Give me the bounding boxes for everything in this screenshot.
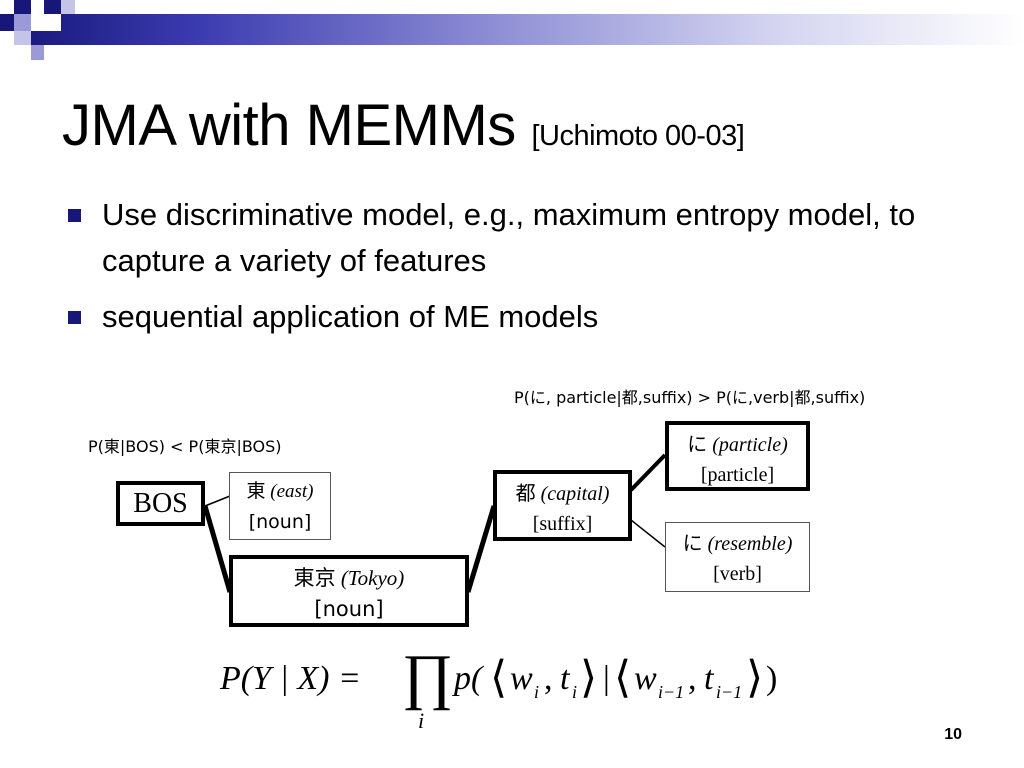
node-resemble-gloss: (resemble)	[707, 533, 793, 555]
header-square	[14, 14, 31, 31]
node-east-word: 東	[246, 480, 266, 502]
probability-label-tokyo: P(東|BOS) < P(東京|BOS)	[88, 437, 282, 456]
edge-bos-tokyo	[202, 505, 233, 593]
node-east: 東 (east) [noun]	[229, 472, 331, 540]
right-angle-icon: ⟩	[746, 653, 764, 702]
node-resemble-pos: [verb]	[713, 563, 762, 585]
bullet-item: Use discriminative model, e.g., maximum …	[66, 192, 966, 284]
node-east-pos: [noun]	[248, 511, 312, 533]
title-citation: [Uchimoto 00-03]	[531, 120, 745, 152]
left-angle-icon: ⟨	[490, 653, 508, 702]
header-square	[0, 14, 14, 31]
formula-lhs: P(Y | X) =	[220, 660, 361, 697]
header-square	[14, 0, 31, 17]
header-square	[31, 45, 44, 60]
sub-i: i	[534, 682, 540, 702]
sub-i-minus-1: i−1	[716, 682, 743, 702]
node-particle: に (particle) [particle]	[665, 421, 810, 491]
node-tokyo: 東京 (Tokyo) [noun]	[229, 555, 469, 627]
edge-capital-particle	[629, 453, 667, 492]
bullet-list: Use discriminative model, e.g., maximum …	[66, 192, 966, 340]
header-square	[44, 0, 61, 17]
var-w: w	[510, 660, 533, 697]
edge-capital-resemble	[630, 519, 666, 548]
header-square	[61, 0, 75, 14]
node-tokyo-pos: [noun]	[314, 597, 384, 621]
page-number: 10	[944, 726, 962, 743]
node-bos: BOS	[116, 481, 205, 526]
product-index: i	[418, 708, 425, 733]
node-capital: 都 (capital) [suffix]	[493, 470, 632, 541]
slide-title: JMA with MEMMs [Uchimoto 00-03]	[62, 92, 745, 159]
bar: |	[603, 660, 610, 697]
var-t: t	[704, 660, 714, 697]
right-angle-icon: ⟩	[580, 653, 598, 702]
var-w: w	[634, 660, 657, 697]
sub-i-minus-1: i−1	[658, 682, 685, 702]
square-bullet-icon	[68, 209, 81, 222]
node-particle-word: に	[687, 432, 708, 456]
bullet-text: Use discriminative model, e.g., maximum …	[102, 197, 916, 278]
node-particle-gloss: (particle)	[712, 434, 788, 456]
bullet-text: sequential application of ME models	[102, 299, 599, 334]
node-tokyo-gloss: (Tokyo)	[340, 566, 405, 590]
node-east-gloss: (east)	[270, 481, 314, 502]
comma: ,	[544, 660, 553, 697]
header-square	[14, 31, 31, 45]
node-bos-text: BOS	[133, 488, 188, 519]
comma: ,	[688, 660, 697, 697]
sub-i: i	[572, 682, 578, 702]
header-gradient-bar	[14, 14, 1024, 45]
node-capital-word: 都	[515, 481, 536, 505]
node-capital-pos: [suffix]	[532, 513, 593, 535]
title-text: JMA with MEMMs	[62, 93, 516, 158]
product-symbol: ∏	[402, 643, 454, 711]
header-square	[31, 14, 44, 31]
edge-bos-east	[204, 495, 231, 507]
close-paren: )	[766, 660, 778, 697]
formula-p: p(	[454, 660, 483, 697]
node-tokyo-word: 東京	[293, 566, 336, 590]
node-resemble: に (resemble) [verb]	[665, 522, 810, 592]
node-capital-gloss: (capital)	[540, 483, 610, 505]
node-particle-pos: [particle]	[700, 464, 775, 486]
left-angle-icon: ⟨	[614, 653, 632, 702]
var-t: t	[560, 660, 570, 697]
node-resemble-word: に	[682, 531, 703, 555]
square-bullet-icon	[68, 311, 81, 324]
bullet-item: sequential application of ME models	[66, 294, 966, 340]
memm-formula: P(Y | X) = ∏ i p( ⟨ w i , t i ⟩ | ⟨ w i−…	[220, 643, 780, 738]
edge-tokyo-capital	[465, 505, 497, 593]
header-square	[44, 14, 61, 31]
probability-label-particle: P(に, particle|都,suffix) > P(に,verb|都,suf…	[514, 388, 866, 407]
